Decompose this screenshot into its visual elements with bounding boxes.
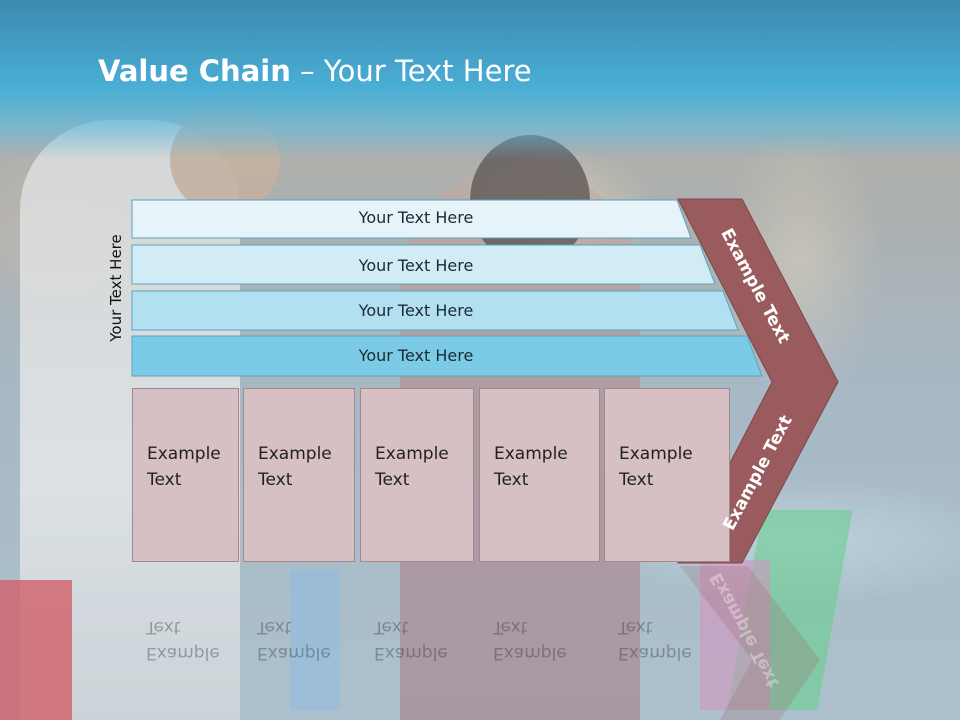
slide-title: Value Chain – Your Text Here (98, 54, 532, 88)
row-band-2 (131, 244, 716, 285)
row-label-3: Your Text Here (358, 301, 474, 320)
row-label-4: Your Text Here (358, 346, 474, 365)
background-shopping-bag (700, 560, 770, 710)
row-band-1 (131, 199, 692, 239)
title-band (0, 0, 960, 160)
row-band-4 (131, 335, 763, 377)
background-shopping-bag (290, 570, 340, 710)
row-label-1: Your Text Here (358, 208, 474, 227)
row-label-2: Your Text Here (358, 256, 474, 275)
chevron-reflection (680, 566, 820, 720)
row-band-3 (131, 290, 739, 331)
background-shopping-bag (0, 580, 72, 720)
chevron-arrow (677, 198, 839, 564)
